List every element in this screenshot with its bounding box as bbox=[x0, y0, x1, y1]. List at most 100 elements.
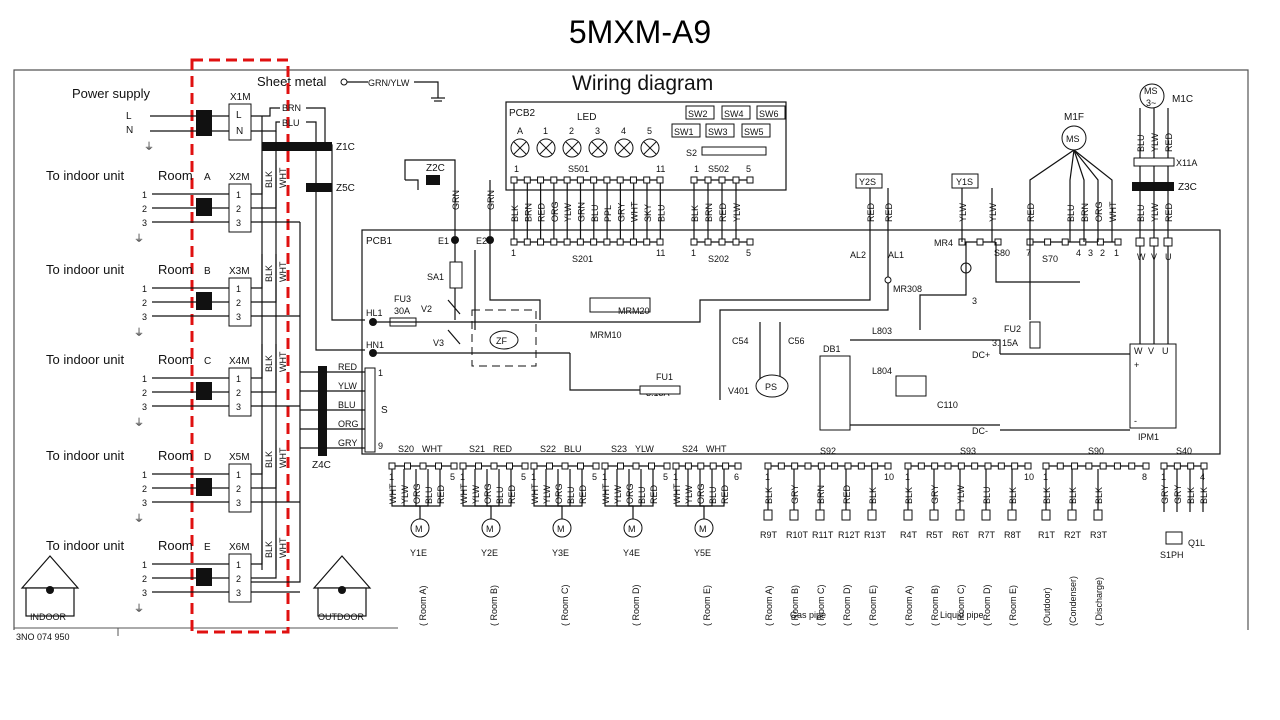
s93-wire-3: BLU bbox=[982, 486, 992, 504]
s92-pin bbox=[777, 462, 785, 470]
s40-label: S40 bbox=[1176, 446, 1192, 456]
s70-pin bbox=[1079, 238, 1087, 246]
s502-pin bbox=[732, 176, 740, 184]
cable-number: 3 bbox=[142, 588, 147, 598]
z3c-core bbox=[1132, 182, 1174, 191]
ipm-top-u: U bbox=[1165, 252, 1172, 262]
s202-label: S202 bbox=[708, 254, 729, 264]
x1m-l-terminal: L bbox=[236, 110, 242, 121]
switch-label: SW5 bbox=[744, 127, 764, 137]
s-connector-label: S bbox=[381, 405, 388, 416]
s201-wire-brn: BRN bbox=[523, 203, 533, 222]
switch-label: SW1 bbox=[674, 127, 694, 137]
wire-wht-label: WHT bbox=[278, 537, 288, 558]
valve-header-pin-last: 5 bbox=[592, 472, 597, 482]
wire-wht-label: WHT bbox=[278, 351, 288, 372]
valve-header-pin-last: 5 bbox=[450, 472, 455, 482]
sa1-label: SA1 bbox=[427, 272, 444, 282]
s90-wire-1: BLK bbox=[1068, 487, 1078, 504]
al1-label: AL1 bbox=[888, 250, 904, 260]
ipm-v-label: V bbox=[1148, 346, 1154, 356]
ipm-minus-label: - bbox=[1134, 416, 1137, 426]
s70-pin bbox=[1114, 238, 1122, 246]
x1m-wire-blu: BLU bbox=[282, 118, 300, 128]
s90-sensor-0: R1T bbox=[1038, 530, 1056, 540]
cable-clamp bbox=[196, 292, 212, 310]
valve-color: RED bbox=[493, 444, 513, 454]
s501-pin bbox=[576, 176, 584, 184]
s90-pin bbox=[1128, 462, 1136, 470]
s90-pin bbox=[1099, 462, 1107, 470]
footer-text: 3NO 074 950 bbox=[16, 632, 70, 642]
z3c-label: Z3C bbox=[1178, 182, 1197, 193]
s92-pin bbox=[764, 462, 772, 470]
z5c-label: Z5C bbox=[336, 183, 355, 194]
valve-wire-blu: BLU bbox=[566, 486, 576, 504]
s40-pin bbox=[1200, 462, 1208, 470]
y1s-wire-0: YLW bbox=[958, 203, 968, 222]
room-label: Room bbox=[158, 262, 193, 277]
valve-header-pin-last: 6 bbox=[734, 472, 739, 482]
valve-wire-org: ORG bbox=[483, 483, 493, 504]
dc-minus-label: DC- bbox=[972, 426, 988, 436]
s92-pin bbox=[831, 462, 839, 470]
s80-pin bbox=[976, 238, 984, 246]
s93-wire-0: BLK bbox=[904, 487, 914, 504]
z4c-label: Z4C bbox=[312, 460, 331, 471]
s501-pin bbox=[550, 176, 558, 184]
ground-icon: ⏚ bbox=[134, 603, 144, 615]
thermistor-icon bbox=[763, 509, 773, 521]
switch-sw2 bbox=[685, 105, 715, 120]
cable-number: 1 bbox=[142, 374, 147, 384]
s202-wire-red: RED bbox=[718, 202, 728, 222]
wire-blk-label: BLK bbox=[264, 355, 274, 372]
cable-number: 2 bbox=[142, 388, 147, 398]
room-letter: E bbox=[204, 542, 211, 553]
thermistor-icon bbox=[841, 509, 851, 521]
s201-wire-org: ORG bbox=[550, 201, 560, 222]
y2s-label: Y2S bbox=[859, 177, 876, 187]
s501-pin bbox=[523, 176, 531, 184]
room-letter: D bbox=[204, 452, 211, 463]
s-connector-pin-first: 1 bbox=[378, 368, 383, 378]
switch-label: SW2 bbox=[688, 109, 708, 119]
s93-wire-1: GRY bbox=[930, 485, 940, 504]
dc-plus-label: DC+ bbox=[972, 350, 990, 360]
q1l-label: Q1L bbox=[1188, 538, 1205, 548]
ground-icon: ⏚ bbox=[134, 417, 144, 429]
m1f-wire-brn: BRN bbox=[1080, 203, 1090, 222]
s93-pin bbox=[917, 462, 925, 470]
valve-wire-ylw: YLW bbox=[471, 485, 481, 504]
z4c-wire-red: RED bbox=[338, 362, 358, 372]
terminal-number: 3 bbox=[236, 588, 241, 598]
s502-pin bbox=[718, 176, 726, 184]
hn1-label: HN1 bbox=[366, 340, 384, 350]
sheet-metal-label: Sheet metal bbox=[257, 74, 326, 89]
cable-number: 3 bbox=[142, 312, 147, 322]
valve-room-label: ( Room B) bbox=[489, 585, 499, 626]
valve-wire-blu: BLU bbox=[424, 486, 434, 504]
terminal-number: 2 bbox=[236, 484, 241, 494]
wire-wht-label: WHT bbox=[278, 261, 288, 282]
s502-pin-first-top: 1 bbox=[694, 164, 699, 174]
power-ground-icon: ⏚ bbox=[144, 141, 154, 153]
s92-wire-3: RED bbox=[842, 484, 852, 504]
cable-number: 1 bbox=[142, 560, 147, 570]
valve-header-pin-last: 5 bbox=[663, 472, 668, 482]
valve-header-pin bbox=[577, 462, 584, 470]
m1f-wire-wht: WHT bbox=[1108, 201, 1118, 222]
cable-clamp bbox=[196, 198, 212, 216]
valve-wire-wht: WHT bbox=[388, 483, 398, 504]
m1c-wire-top-ylw: YLW bbox=[1150, 133, 1160, 152]
s80-pin bbox=[994, 238, 1002, 246]
y1s-label: Y1S bbox=[956, 177, 973, 187]
thermistor-icon bbox=[789, 509, 799, 521]
z4c-wire-ylw: YLW bbox=[338, 381, 357, 391]
s201-pin bbox=[590, 238, 598, 246]
room-letter: A bbox=[204, 172, 211, 183]
